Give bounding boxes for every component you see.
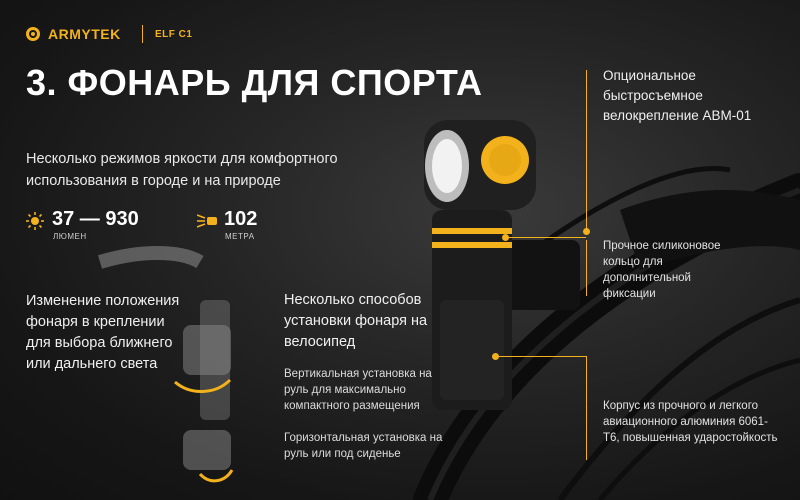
callout-dot-body [492, 353, 499, 360]
sun-icon [26, 212, 44, 230]
lumens-unit: ЛЮМЕН [53, 232, 87, 241]
header-divider [142, 25, 143, 43]
callout-dot-mount [583, 228, 590, 235]
brand-name: ARMYTEK [48, 26, 121, 42]
armytek-logo-icon [26, 27, 40, 41]
callout-line-ring [586, 240, 587, 296]
range-unit: МЕТРА [225, 232, 255, 241]
callout-line-mount [586, 70, 587, 230]
callout-leader-body [496, 356, 586, 357]
mounting-title: Несколько способов установки фонаря на в… [284, 292, 428, 350]
horizontal-mount-text: Горизонтальная установка на руль или под… [284, 432, 443, 460]
brand-logo: ARMYTEK [26, 26, 121, 42]
position-text: Изменение положения фонаря в креплении д… [26, 293, 180, 372]
callout-dot-ring [502, 234, 509, 241]
callout-line-body [586, 356, 587, 460]
vertical-mount-text: Вертикальная установка на руль для макси… [284, 368, 432, 412]
beam-icon [197, 214, 217, 228]
page-title: 3. ФОНАРЬ ДЛЯ СПОРТА [26, 62, 483, 103]
callout-leader-ring [506, 237, 586, 238]
callout-ring: Прочное силиконовое кольцо для дополните… [603, 240, 721, 300]
range-value: 102 [224, 208, 258, 230]
callout-mount: Опциональное быстросъемное велокрепление… [603, 68, 752, 123]
callout-body: Корпус из прочного и легкого авиационног… [603, 400, 778, 444]
model-name: ELF C1 [155, 29, 193, 40]
lumens-value: 37 — 930 [52, 208, 139, 230]
description: Несколько режимов яркости для комфортног… [26, 151, 338, 189]
